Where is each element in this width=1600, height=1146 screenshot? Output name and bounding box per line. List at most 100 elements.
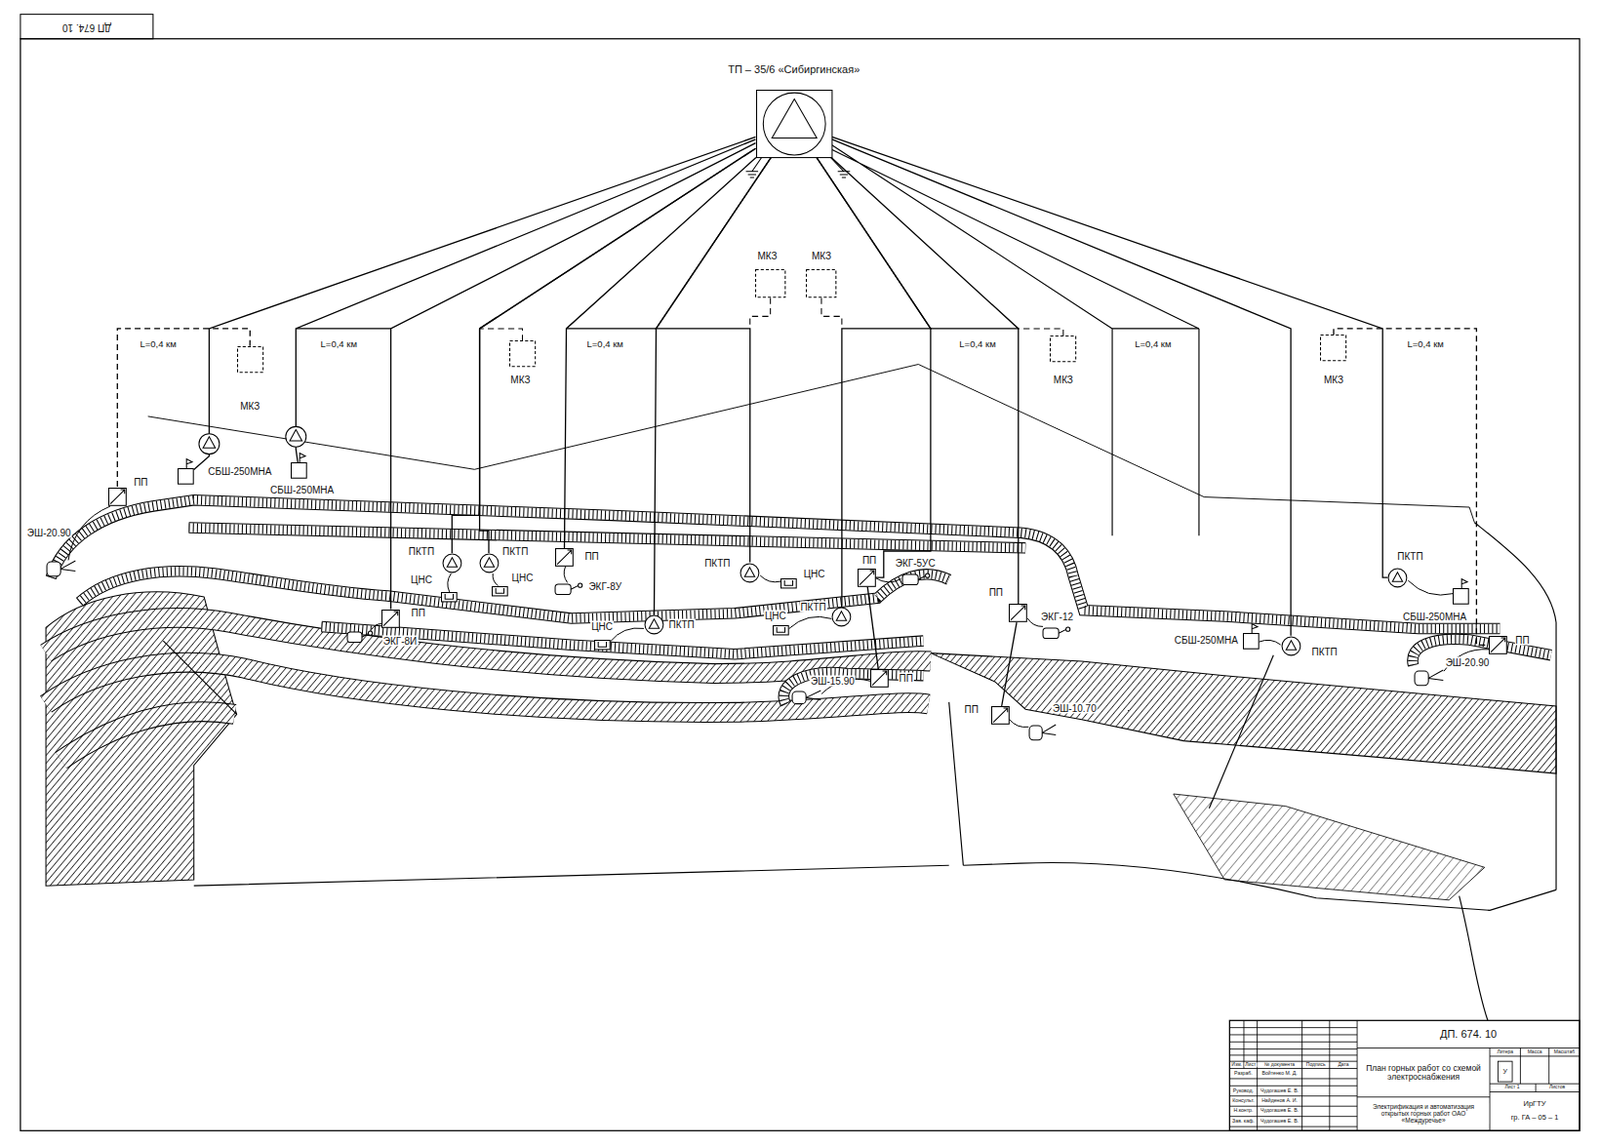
symbol-outline xyxy=(347,632,362,642)
table-cell: Руковод. xyxy=(1232,1088,1255,1095)
cable-line xyxy=(447,573,452,593)
equipment-label: ЦНС xyxy=(802,568,827,580)
drawing-code: ДП. 674. 10 xyxy=(1439,1028,1498,1040)
bench-edges xyxy=(188,527,1026,549)
pp-box: ПП xyxy=(108,487,127,507)
symbol-outline xyxy=(1281,637,1301,656)
drill-symbol: СБШ-250МНА xyxy=(177,468,195,485)
symbol-outline xyxy=(792,691,806,705)
symbol-outline xyxy=(594,640,610,650)
dragline-symbol: ЭШ-15.90 xyxy=(791,689,822,707)
equipment-label: ЭКГ-8У xyxy=(587,580,623,592)
pump-symbol: ЦНС xyxy=(594,640,611,650)
symbol-outline xyxy=(382,609,400,628)
symbol-outline xyxy=(557,550,572,565)
equipment-label: ЭШ-15.90 xyxy=(809,675,856,686)
feeder-stubs xyxy=(295,142,1200,536)
pktp-circle: ПКТП xyxy=(739,562,760,584)
organization: гр. ГА – 05 – 1 xyxy=(1510,1114,1560,1122)
symbol-outline xyxy=(186,459,193,469)
feeder-line xyxy=(867,587,879,671)
symbol-outline xyxy=(993,708,1008,723)
length-label: L=0,4 км xyxy=(138,338,177,349)
symbol-outline xyxy=(110,489,125,505)
organization: ИрГТУ xyxy=(1522,1100,1548,1109)
equipment-label: ПП xyxy=(583,551,600,562)
symbol-outline xyxy=(441,553,463,574)
pp-box: ПП xyxy=(1488,636,1508,655)
symbol-outline xyxy=(483,558,494,567)
pump-symbol: ЦНС xyxy=(772,625,790,636)
feeder-line xyxy=(194,136,757,470)
pit-outline xyxy=(1459,896,1488,1022)
symbol-outline xyxy=(776,627,785,633)
pit-slopes xyxy=(1173,794,1485,901)
symbol-outline xyxy=(1452,588,1470,605)
pit-slopes xyxy=(61,712,236,761)
equipment-label: ПП xyxy=(1514,635,1530,646)
symbol-outline xyxy=(1393,572,1403,582)
feeder-line xyxy=(656,158,772,563)
symbol-outline xyxy=(772,626,789,636)
equipment-label: ПКТП xyxy=(799,600,827,612)
symbol-outline xyxy=(837,610,847,620)
symbol-outline xyxy=(367,631,372,636)
transformer-symbols xyxy=(285,426,307,447)
symbol-outline xyxy=(1462,578,1469,588)
equipment-label: ПП xyxy=(861,555,878,566)
equipment-label: ПП xyxy=(988,586,1004,598)
symbol-outline xyxy=(1042,724,1057,735)
mkz-box: МКЗ xyxy=(1049,335,1077,362)
mkz-box: МКЗ xyxy=(509,340,536,367)
drawing-frame xyxy=(20,39,1580,1132)
pktp-circle: ПКТП xyxy=(643,614,665,636)
symbol-outline xyxy=(480,554,499,573)
symbol-outline xyxy=(479,553,500,574)
symbol-outline xyxy=(509,340,536,367)
equipment-label: ЦНС xyxy=(511,572,535,584)
drill-symbol: СБШ-250МНА xyxy=(1452,588,1470,605)
symbol-outline xyxy=(1490,638,1506,653)
feeder-line xyxy=(295,139,756,463)
symbol-outline xyxy=(491,586,509,597)
symbol-outline xyxy=(644,615,664,635)
equipment-label: СБШ-250МНА xyxy=(1173,635,1240,646)
symbol-outline xyxy=(46,561,61,577)
symbol-outline xyxy=(857,568,876,587)
feeder-line xyxy=(117,328,250,488)
symbol-outline xyxy=(237,346,263,372)
symbol-outline xyxy=(446,558,457,567)
symbol-outline xyxy=(495,588,504,594)
equipment-label: ЭКГ-8И xyxy=(382,636,419,647)
pit-outline xyxy=(148,364,1476,523)
mkz-box: МКЗ xyxy=(755,269,786,298)
symbol-outline xyxy=(346,630,373,645)
table-cell: № документа xyxy=(1263,1062,1296,1069)
bench-edges xyxy=(50,500,1500,630)
mkz-box: МКЗ xyxy=(237,346,264,373)
bench-edges xyxy=(320,626,923,654)
symbol-outline xyxy=(859,570,875,586)
table-cell: Лист 1 xyxy=(1504,1085,1521,1092)
symbol-outline xyxy=(991,706,1010,725)
pp-box: ПП xyxy=(857,568,877,588)
drill-symbol: СБШ-250МНА xyxy=(290,462,308,480)
cable-line xyxy=(1008,719,1029,727)
bench-edges xyxy=(783,673,923,705)
symbol-outline xyxy=(901,572,930,588)
table-cell: Чудогашев Е. В. xyxy=(1259,1088,1300,1095)
symbol-outline xyxy=(45,560,77,579)
cable-line xyxy=(789,616,833,629)
excavator-symbol: ЭКГ-8У xyxy=(554,582,583,598)
equipment-label: МКЗ xyxy=(509,374,531,386)
symbol-outline xyxy=(1042,629,1059,640)
symbol-outline xyxy=(1242,633,1259,649)
symbol-outline xyxy=(1242,633,1260,650)
symbol-outline xyxy=(555,548,573,566)
pump-symbol: ЦНС xyxy=(780,578,798,589)
symbol-outline xyxy=(1050,336,1077,362)
equipment-label: ПКТП xyxy=(1310,645,1338,657)
title-block xyxy=(1497,1061,1513,1082)
